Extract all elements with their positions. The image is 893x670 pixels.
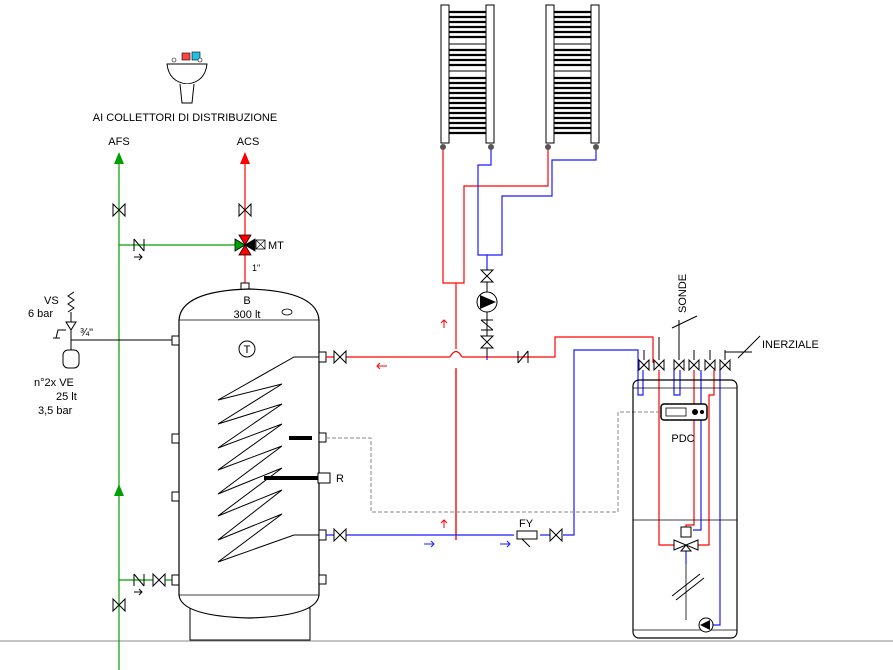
radiator-valve bbox=[479, 269, 495, 283]
collectors-label: AI COLLETTORI DI DISTRIBUZIONE bbox=[93, 112, 277, 124]
acs-arrow-icon bbox=[240, 152, 250, 164]
radiator-return-valve bbox=[479, 335, 495, 349]
inerziale-label: INERZIALE bbox=[762, 339, 819, 351]
flow-arrow-icon bbox=[376, 319, 448, 528]
check-valve-icon bbox=[133, 573, 145, 596]
acs-label: ACS bbox=[237, 136, 260, 148]
filter-icon bbox=[516, 530, 538, 548]
inch-label: 1" bbox=[252, 263, 260, 273]
sink-icon bbox=[166, 51, 208, 104]
storage-tank bbox=[178, 288, 320, 641]
pdc-label: PDC bbox=[671, 433, 694, 445]
vs-pressure-label: 6 bar bbox=[28, 308, 53, 320]
resistance-box bbox=[317, 472, 331, 484]
tank-volume-label: 300 lt bbox=[234, 309, 261, 321]
afs-valve-top bbox=[112, 202, 126, 218]
tank-inlet-fitting bbox=[171, 574, 180, 586]
mt-label: MT bbox=[268, 240, 284, 252]
pdc-valves bbox=[638, 358, 731, 372]
pump-icon bbox=[476, 291, 498, 313]
afs-label: AFS bbox=[108, 136, 129, 148]
tank-b-label: B bbox=[243, 295, 250, 307]
three-way-valve-icon bbox=[673, 526, 699, 552]
flow-arrow-icon bbox=[424, 540, 511, 548]
component-slash bbox=[675, 577, 705, 601]
sonde-label: SONDE bbox=[677, 274, 689, 313]
check-valve-icon bbox=[480, 319, 494, 331]
vs-label: VS bbox=[44, 295, 59, 307]
inlet-valve bbox=[152, 572, 166, 588]
afs-valve-bottom bbox=[112, 597, 126, 613]
heat-exchanger-coil bbox=[217, 356, 319, 563]
acs-valve bbox=[238, 202, 252, 218]
coil-valve-bottom bbox=[333, 527, 347, 543]
towel-radiator-left bbox=[440, 4, 495, 150]
resistance-label: R bbox=[336, 473, 344, 485]
supply-pipes bbox=[326, 150, 715, 546]
control-panel-icon bbox=[660, 403, 708, 421]
ve-volume-label: 25 lt bbox=[56, 391, 77, 403]
thermometer-icon bbox=[238, 340, 256, 358]
check-valve-icon bbox=[517, 350, 529, 364]
expansion-vessel-icon bbox=[62, 349, 80, 369]
safety-valve-icon bbox=[53, 291, 77, 339]
afs-arrow-icon bbox=[114, 152, 124, 164]
ve-pressure-label: 3,5 bar bbox=[38, 405, 73, 417]
return-pipes bbox=[326, 150, 721, 626]
three-quarter-label: ¾" bbox=[80, 327, 93, 339]
check-valve-icon bbox=[133, 238, 145, 261]
circulator-arrow-icon bbox=[700, 620, 710, 630]
filter-label: FY bbox=[519, 518, 534, 530]
coil-valve-top bbox=[333, 349, 347, 365]
mixing-valve-icon bbox=[234, 234, 266, 256]
filter-valve bbox=[549, 527, 563, 543]
towel-radiator-right bbox=[545, 4, 600, 150]
probe-wires bbox=[671, 315, 761, 359]
flow-arrow-icon bbox=[114, 484, 124, 496]
thermometer-label: T bbox=[244, 344, 251, 356]
ve-count-label: n°2x VE bbox=[34, 377, 74, 389]
heat-pump-unit bbox=[632, 379, 738, 639]
control-wire bbox=[326, 411, 660, 513]
pdc-top-pipes bbox=[643, 337, 726, 360]
